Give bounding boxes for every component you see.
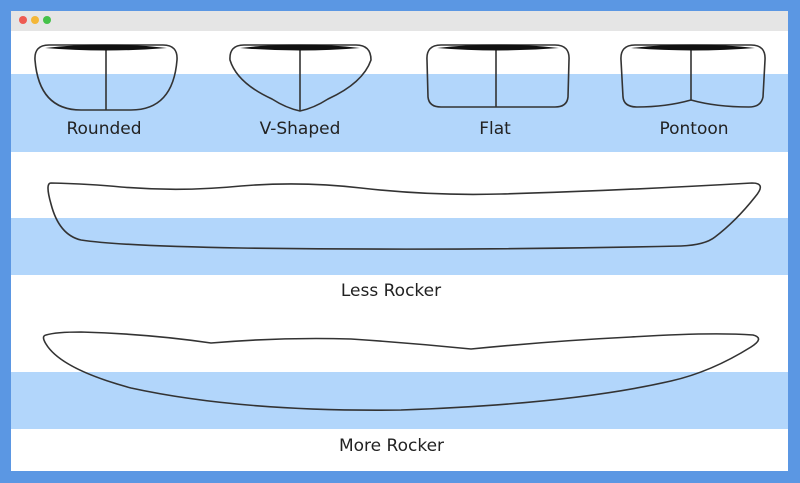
v-shaped-deck-marker	[240, 44, 360, 51]
maximize-window-button[interactable]	[43, 16, 51, 24]
pontoon-deck-marker	[631, 44, 755, 51]
more-rocker-band	[11, 372, 788, 429]
hull-label-pontoon: Pontoon	[659, 119, 729, 139]
minimize-window-button[interactable]	[31, 16, 39, 24]
more-rocker-profile	[42, 331, 760, 411]
hull-diagram	[34, 44, 766, 411]
flat-hull-shape	[426, 44, 570, 108]
flat-deck-marker	[437, 44, 559, 51]
rounded-hull-shape	[34, 44, 178, 111]
close-window-button[interactable]	[19, 16, 27, 24]
rounded-deck-marker	[45, 44, 167, 51]
browser-window: Rounded V-Shaped Flat Pontoon Less Rocke…	[11, 11, 788, 471]
pontoon-hull-shape	[620, 44, 766, 108]
profile-label-less-rocker: Less Rocker	[340, 281, 442, 301]
hull-label-rounded: Rounded	[66, 119, 142, 139]
hull-shapes-band	[11, 74, 788, 152]
hull-label-v-shaped: V-Shaped	[259, 119, 341, 139]
v-shaped-hull-shape	[229, 44, 372, 112]
window-titlebar	[11, 11, 788, 31]
profile-label-more-rocker: More Rocker	[338, 436, 445, 456]
less-rocker-profile	[47, 182, 762, 250]
hull-label-flat: Flat	[479, 119, 511, 139]
